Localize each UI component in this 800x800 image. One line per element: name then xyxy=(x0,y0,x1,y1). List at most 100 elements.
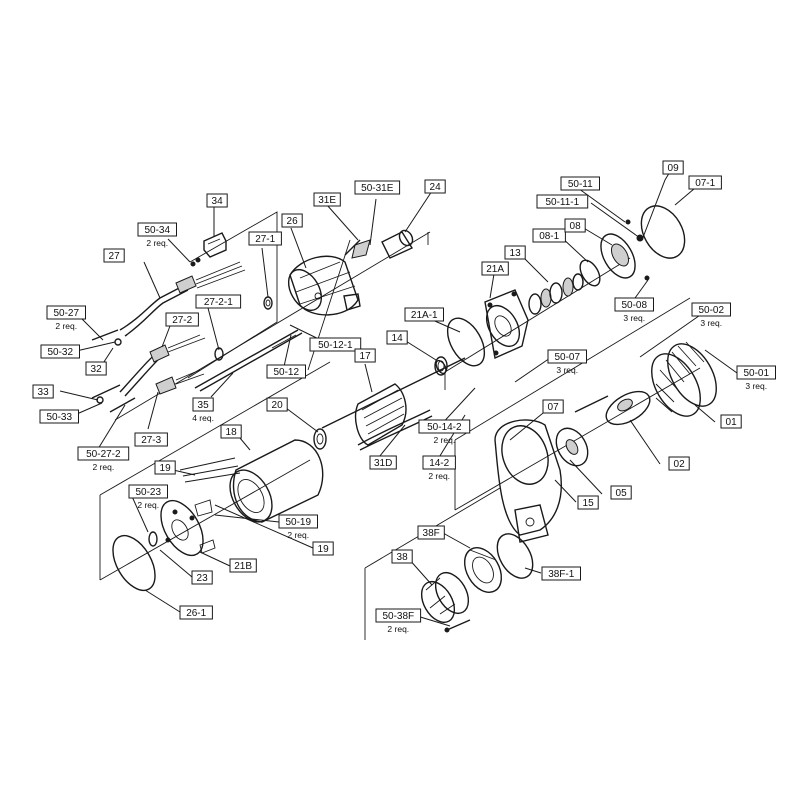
part-20-bearing xyxy=(313,428,327,450)
part-label-text: 35 xyxy=(198,400,210,411)
part-label-text: 50-27 xyxy=(53,308,79,319)
part-38F-flange xyxy=(463,547,503,593)
part-27-1-grommet xyxy=(263,296,273,310)
part-label-07: 07 xyxy=(542,399,564,414)
part-label-box xyxy=(46,305,86,320)
part-label-50-12-1: 50-12-1 xyxy=(309,337,362,352)
part-label-13: 13 xyxy=(504,245,526,260)
part-label-box xyxy=(128,484,168,499)
part-08-seal-plate xyxy=(600,219,650,281)
part-27-2-cable xyxy=(119,334,206,397)
part-14-bearing xyxy=(434,356,448,376)
part-label-box xyxy=(391,549,413,564)
part-label-box xyxy=(266,364,306,379)
part-label-50-31E: 50-31E xyxy=(354,180,401,195)
part-label-text: 14 xyxy=(392,333,404,344)
part-label-box xyxy=(137,222,177,237)
part-26-motor-housing xyxy=(287,255,361,316)
part-label-text: 27-3 xyxy=(141,435,161,446)
part-label-50-12: 50-12 xyxy=(266,364,306,379)
part-label-text: 21A-1 xyxy=(411,310,438,321)
part-label-box xyxy=(418,419,471,434)
part-label-text: 50-12-1 xyxy=(318,340,353,351)
part-label-box xyxy=(248,231,282,246)
part-quantity-note: 2 req. xyxy=(433,435,455,445)
part-label-text: 50-33 xyxy=(46,412,72,423)
part-label-box xyxy=(614,297,654,312)
part-label-19a: 19 xyxy=(154,460,176,475)
part-label-box xyxy=(560,176,600,191)
part-label-38: 38 xyxy=(391,549,413,564)
part-label-box xyxy=(662,160,684,175)
part-label-box xyxy=(191,570,213,585)
part-label-box xyxy=(668,456,690,471)
part-label-box xyxy=(281,213,303,228)
part-label-text: 50-14-2 xyxy=(427,422,462,433)
part-label-text: 50-31E xyxy=(361,183,394,194)
part-label-31D: 31D xyxy=(369,455,397,470)
part-label-text: 50-27-2 xyxy=(86,449,121,460)
part-31D-cable xyxy=(357,409,433,451)
part-label-text: 50-32 xyxy=(47,347,73,358)
part-label-text: 07-1 xyxy=(695,178,715,189)
part-label-text: 15 xyxy=(583,498,595,509)
part-label-20: 20 xyxy=(266,397,288,412)
part-label-50-23: 50-23 2 req. xyxy=(128,484,168,510)
part-label-box xyxy=(179,605,213,620)
part-quantity-note: 2 req. xyxy=(287,530,309,540)
part-label-text: 21A xyxy=(486,264,504,275)
part-label-box xyxy=(541,566,581,581)
part-label-box xyxy=(229,558,257,573)
part-quantity-note: 2 req. xyxy=(428,471,450,481)
part-label-50-27: 50-27 2 req. xyxy=(46,305,86,331)
part-label-box xyxy=(691,302,731,317)
part-label-text: 50-11 xyxy=(568,179,593,190)
part-label-box xyxy=(266,397,288,412)
part-label-box xyxy=(542,399,564,414)
part-08-1-o-ring xyxy=(579,259,601,287)
part-label-text: 14-2 xyxy=(429,458,449,469)
part-07-volute xyxy=(494,419,562,543)
part-label-text: 19 xyxy=(318,544,330,555)
part-label-09: 09 xyxy=(662,160,684,175)
part-quantity-note: 2 req. xyxy=(137,500,159,510)
part-label-text: 21B xyxy=(234,561,252,572)
part-label-box xyxy=(312,541,334,556)
part-label-31E: 31E xyxy=(313,192,341,207)
part-label-50-01: 50-013 req. xyxy=(736,365,776,391)
part-label-text: 26 xyxy=(287,216,299,227)
part-label-50-32: 50-32 xyxy=(40,344,80,359)
part-label-text: 31D xyxy=(374,458,392,469)
part-label-38F: 38F xyxy=(417,525,445,540)
part-label-box xyxy=(424,179,446,194)
part-label-box xyxy=(165,312,199,327)
part-label-text: 50-01 xyxy=(743,368,769,379)
part-label-box xyxy=(40,344,80,359)
part-label-32: 32 xyxy=(85,361,107,376)
part-label-box xyxy=(354,348,376,363)
part-label-text: 50-23 xyxy=(135,487,161,498)
part-label-text: 17 xyxy=(360,351,372,362)
part-label-box xyxy=(369,455,397,470)
part-21A-1-o-ring xyxy=(446,317,486,367)
part-38F-1-o-ring xyxy=(496,533,534,579)
part-label-text: 19 xyxy=(160,463,172,474)
part-label-19b: 19 xyxy=(312,541,334,556)
part-label-50-11-1: 50-11-1 xyxy=(536,194,589,209)
part-label-box xyxy=(220,424,242,439)
part-label-14: 14 xyxy=(386,330,408,345)
part-quantity-note: 2 req. xyxy=(55,321,77,331)
part-label-box xyxy=(481,261,509,276)
part-34-terminal-block xyxy=(190,232,227,267)
part-label-box xyxy=(32,384,54,399)
part-label-box xyxy=(354,180,401,195)
part-label-text: 50-34 xyxy=(144,225,170,236)
part-label-text: 34 xyxy=(212,196,224,207)
part-label-box xyxy=(547,349,587,364)
part-label-box xyxy=(720,414,742,429)
part-label-23: 23 xyxy=(191,570,213,585)
part-label-box xyxy=(103,248,125,263)
part-label-box xyxy=(278,514,318,529)
part-label-27-1: 27-1 xyxy=(248,231,282,246)
